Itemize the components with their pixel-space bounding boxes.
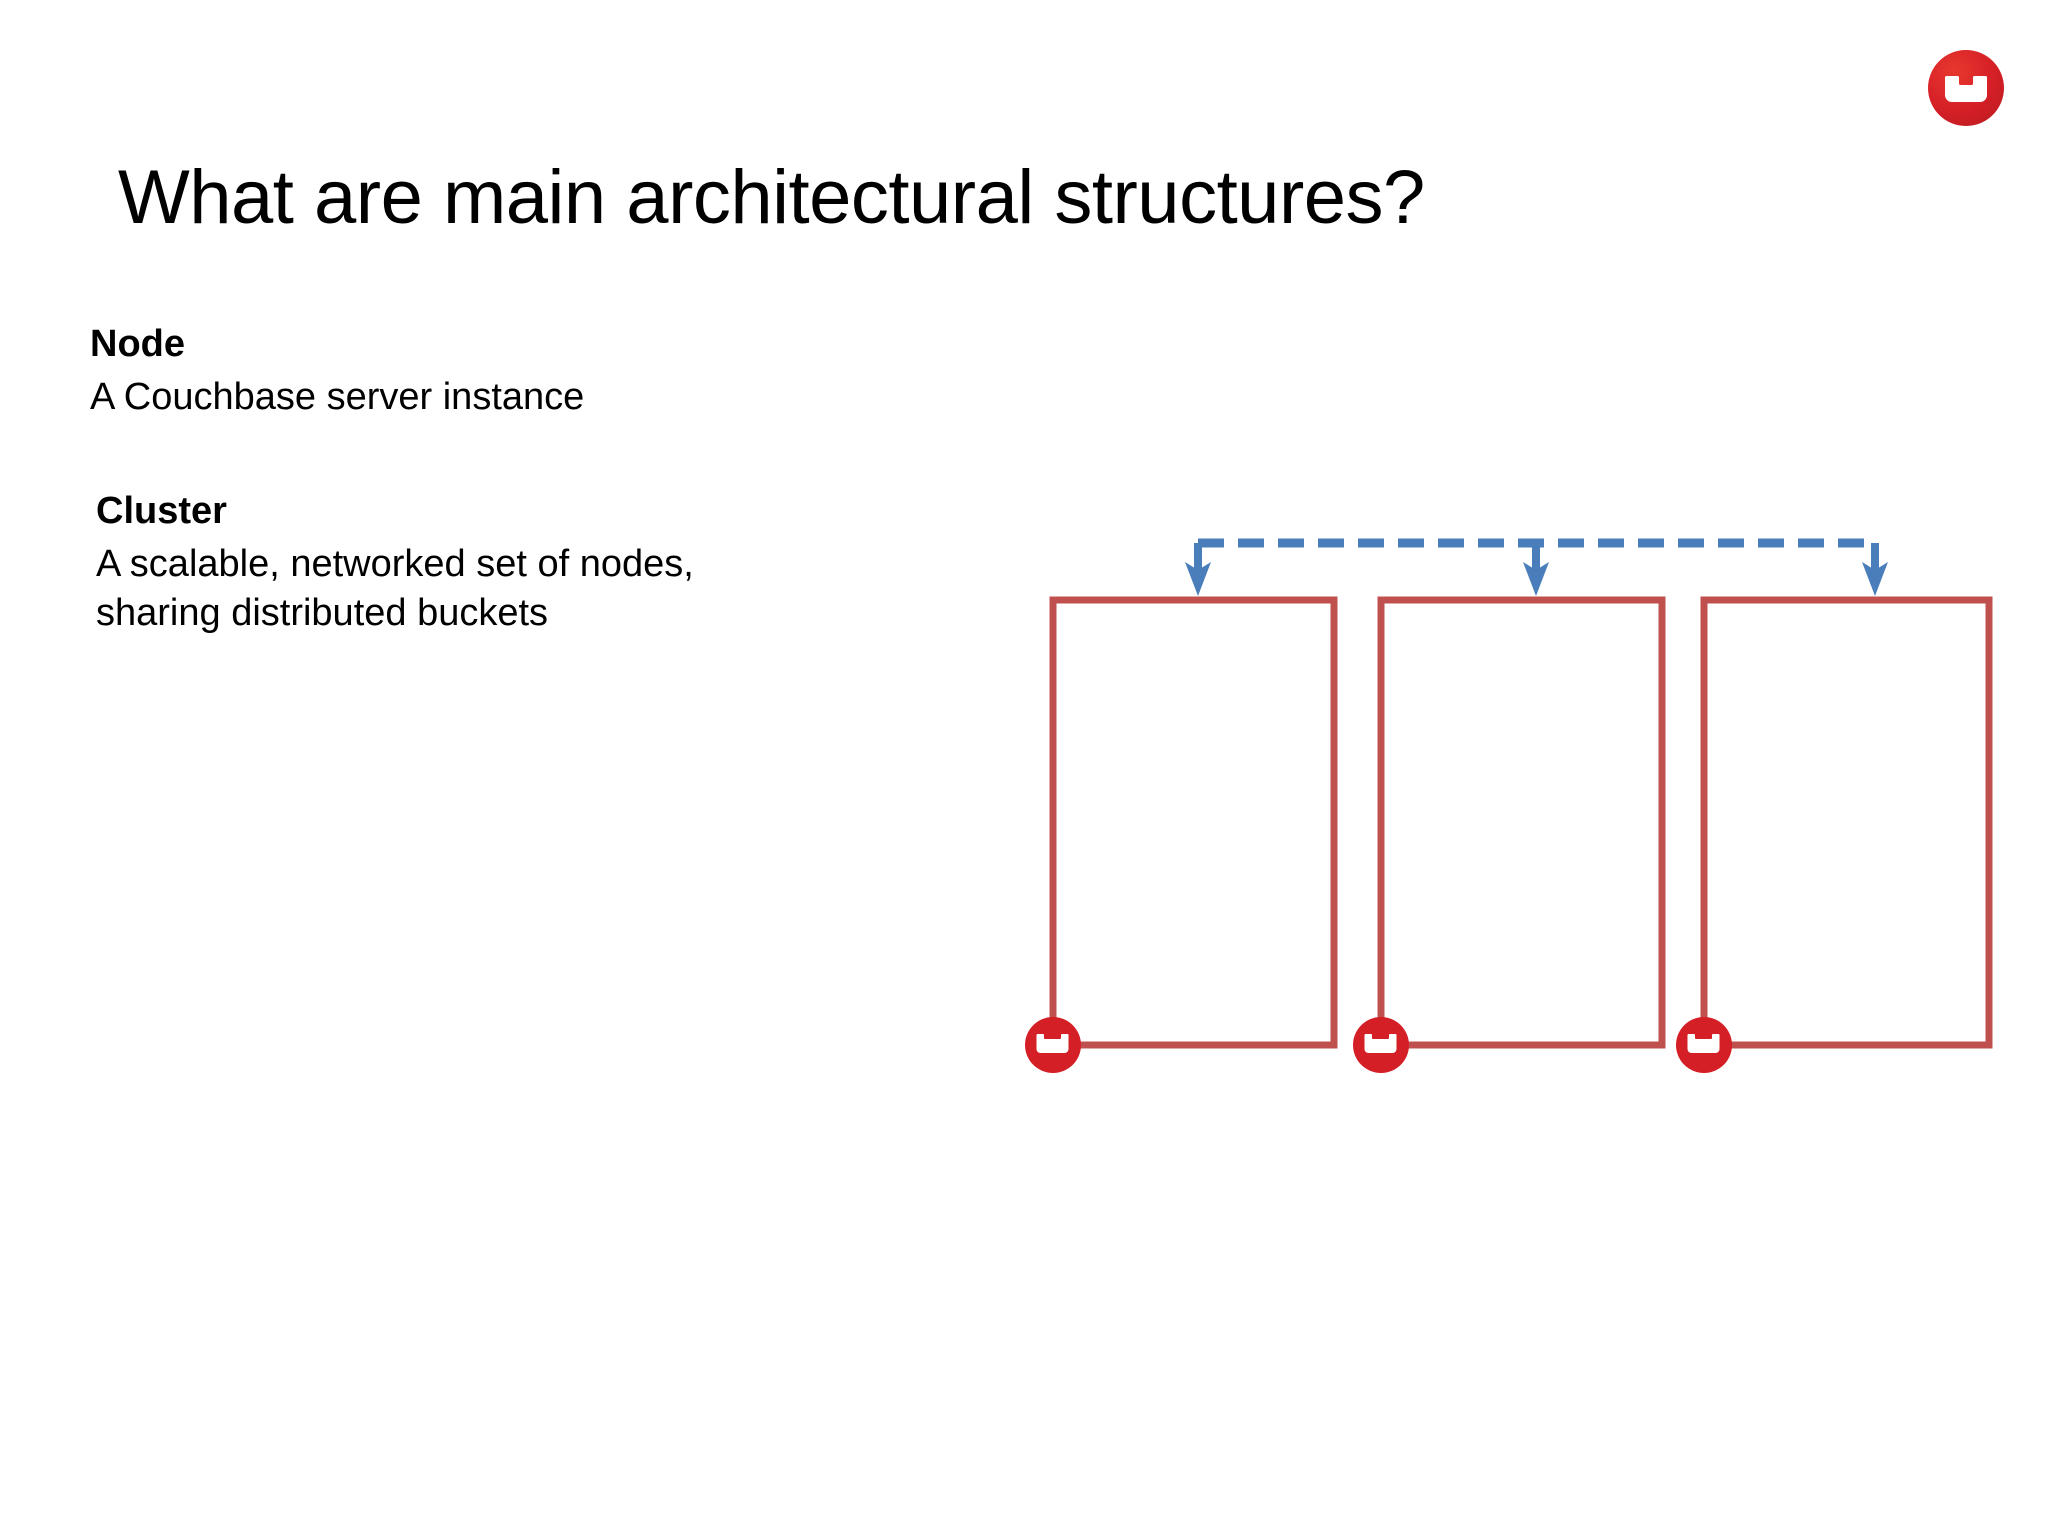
term-description-node: A Couchbase server instance	[90, 373, 910, 422]
arrow-down-node-3	[1862, 543, 1888, 596]
couchbase-logo	[1928, 50, 2004, 126]
page-title: What are main architectural structures?	[118, 154, 1425, 240]
definition-node: Node A Couchbase server instance	[90, 322, 910, 421]
description-line: A Couchbase server instance	[90, 375, 585, 418]
term-description-cluster: A scalable, networked set of nodes, shar…	[96, 540, 910, 637]
node-bucket-icon-2	[1353, 1017, 1409, 1073]
description-line: A scalable, networked set of nodes,	[96, 543, 694, 586]
arrow-down-node-1	[1185, 543, 1211, 596]
node-bucket-icon-1	[1025, 1017, 1081, 1073]
term-heading-node: Node	[90, 323, 185, 365]
node-box	[1049, 596, 1338, 1049]
definition-cluster: Cluster A scalable, networked set of nod…	[96, 489, 910, 637]
node-box	[1377, 596, 1666, 1049]
description-line: sharing distributed buckets	[96, 591, 549, 634]
couchbase-bucket-icon	[1945, 76, 1987, 103]
node-box	[1700, 596, 1993, 1049]
node-bucket-icon-3	[1676, 1017, 1732, 1073]
arrow-down-node-2	[1523, 543, 1549, 596]
term-heading-cluster: Cluster	[96, 490, 227, 533]
definition-list: Node A Couchbase server instance Cluster…	[90, 322, 910, 638]
cluster-of-nodes-diagram	[1020, 500, 2030, 1120]
